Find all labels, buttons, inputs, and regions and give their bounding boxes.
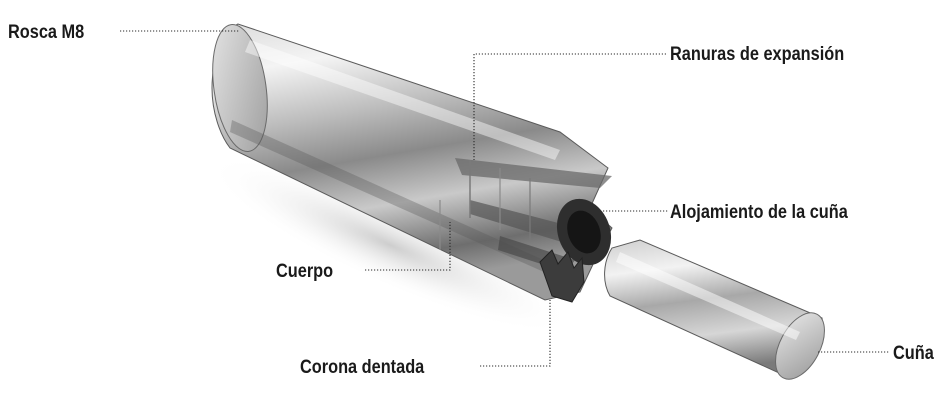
label-rosca: Rosca M8	[8, 21, 84, 42]
label-cuerpo: Cuerpo	[276, 260, 333, 281]
wedge-piece	[605, 240, 835, 387]
label-ranuras: Ranuras de expansión	[670, 43, 844, 64]
label-alojamiento: Alojamiento de la cuña	[670, 201, 848, 222]
label-cuna: Cuña	[893, 342, 934, 363]
label-corona: Corona dentada	[300, 356, 424, 377]
